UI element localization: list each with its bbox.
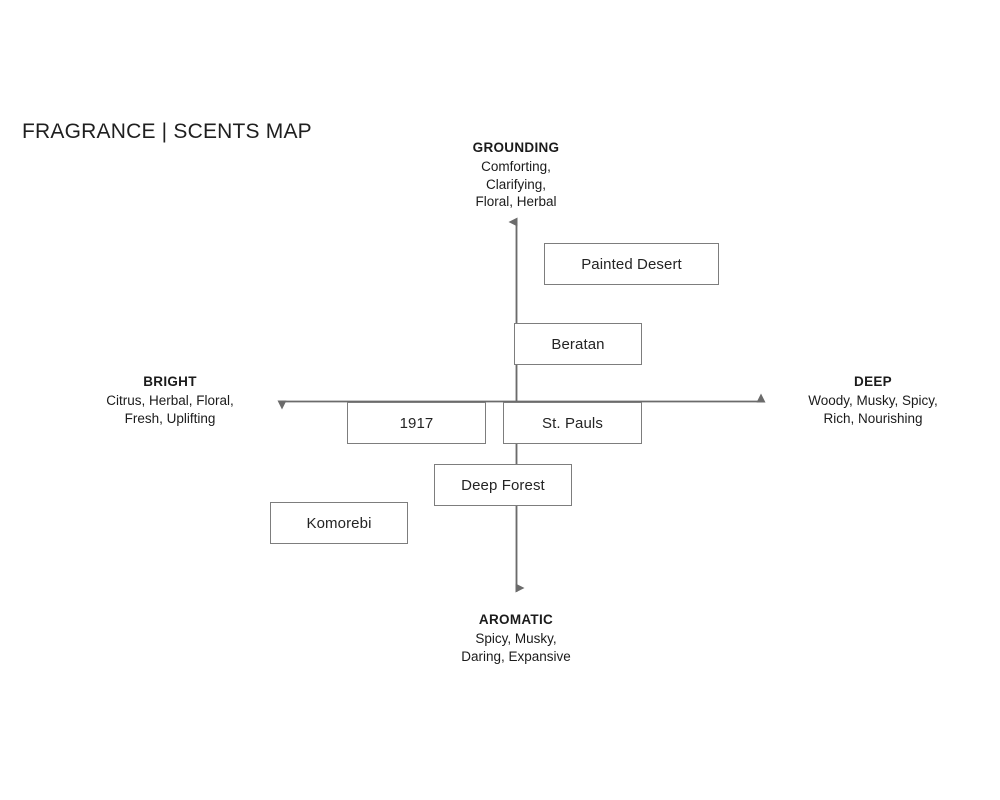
axis-pole-deep-desc-1: Woody, Musky, Spicy,	[808, 392, 938, 408]
scent-box-label: Komorebi	[306, 514, 372, 532]
scent-box-komorebi[interactable]: Komorebi	[270, 502, 408, 544]
axis-pole-bright: BRIGHT Citrus, Herbal, Floral, Fresh, Up…	[75, 373, 265, 427]
axis-pole-deep: DEEP Woody, Musky, Spicy, Rich, Nourishi…	[773, 373, 973, 427]
axis-pole-aromatic-desc-2: Daring, Expansive	[461, 648, 571, 664]
axis-pole-grounding-desc-2: Clarifying,	[485, 176, 547, 192]
axis-pole-aromatic-desc-1: Spicy, Musky,	[475, 630, 557, 646]
axis-pole-grounding-title: GROUNDING	[472, 140, 560, 155]
axis-pole-bright-title: BRIGHT	[143, 374, 197, 389]
scent-box-label: Beratan	[551, 335, 605, 353]
axis-pole-grounding-desc-3: Floral, Herbal	[475, 194, 557, 210]
scent-box-label: Deep Forest	[461, 476, 545, 494]
axis-pole-deep-title: DEEP	[854, 374, 892, 389]
scent-box-label: St. Pauls	[542, 414, 603, 432]
scent-box-1917[interactable]: 1917	[347, 402, 486, 444]
axis-pole-grounding-desc-1: Comforting,	[481, 158, 551, 174]
scent-box-deep-forest[interactable]: Deep Forest	[434, 464, 572, 506]
scent-box-painted-desert[interactable]: Painted Desert	[544, 243, 719, 285]
axis-pole-bright-desc-2: Fresh, Uplifting	[124, 410, 216, 426]
axis-pole-deep-desc-2: Rich, Nourishing	[823, 410, 923, 426]
axis-pole-bright-desc-1: Citrus, Herbal, Floral,	[106, 392, 234, 408]
scent-box-st-pauls[interactable]: St. Pauls	[503, 402, 642, 444]
scent-box-label: 1917	[399, 414, 434, 432]
axis-pole-aromatic: AROMATIC Spicy, Musky, Daring, Expansive	[406, 611, 626, 665]
scent-box-label: Painted Desert	[581, 255, 682, 273]
axis-pole-aromatic-title: AROMATIC	[478, 612, 554, 627]
axis-pole-grounding: GROUNDING Comforting, Clarifying, Floral…	[406, 139, 626, 211]
scent-box-beratan[interactable]: Beratan	[514, 323, 642, 365]
page-title: FRAGRANCE | SCENTS MAP	[22, 120, 312, 143]
